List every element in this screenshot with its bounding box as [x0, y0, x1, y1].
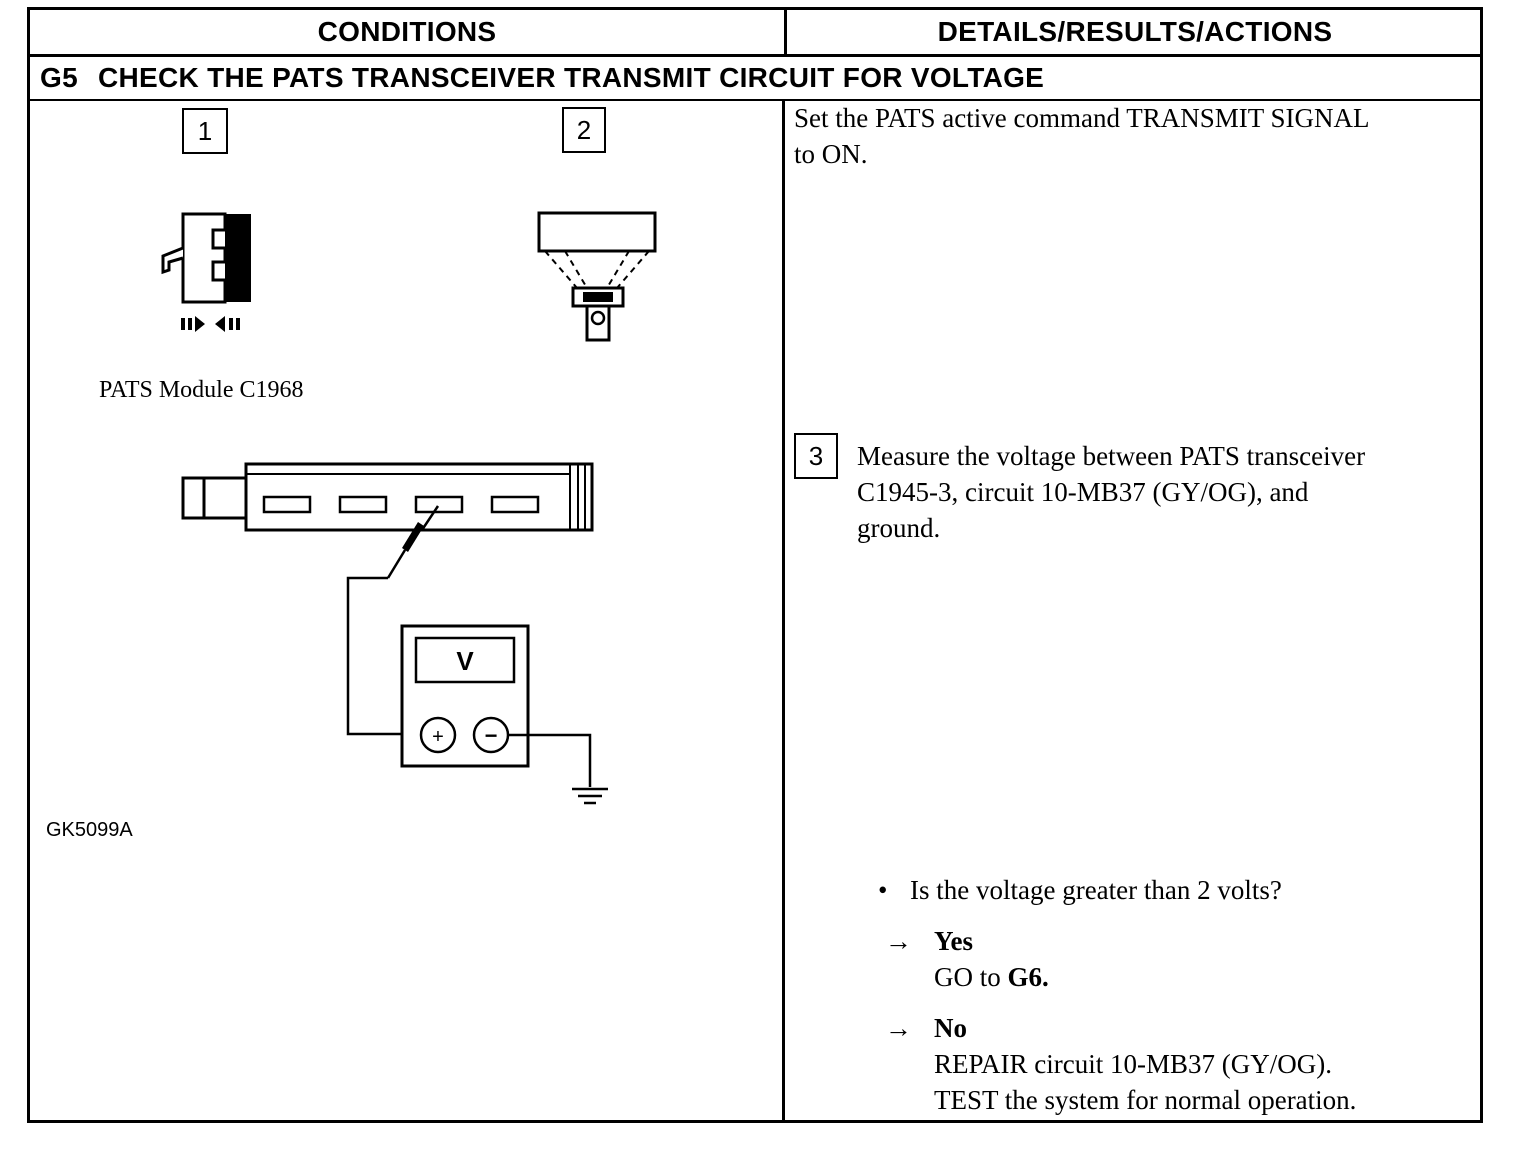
no-label: No [934, 1013, 967, 1043]
meter-minus-terminal: − [485, 723, 498, 748]
disconnect-connector-icon [161, 212, 251, 332]
column-divider-body [782, 101, 785, 1120]
meter-plus-terminal: + [432, 726, 444, 748]
yes-action-target: G6. [1007, 962, 1049, 992]
title-divider [30, 99, 1480, 101]
yes-label: Yes [934, 926, 973, 956]
no-arrow-icon: → [885, 1013, 912, 1043]
figure-code: GK5099A [46, 819, 133, 841]
question-bullet: • [878, 875, 888, 905]
instruction-3-line-1: Measure the voltage between PATS transce… [857, 441, 1366, 471]
ignition-key-icon [537, 211, 657, 342]
instruction-1-line-1: Set the PATS active command TRANSMIT SIG… [794, 103, 1370, 133]
meter-display-text: V [456, 646, 474, 676]
ground-icon [572, 787, 608, 805]
no-action-line-1: REPAIR circuit 10-MB37 (GY/OG). [934, 1049, 1332, 1079]
no-action-line-2: TEST the system for normal operation. [934, 1085, 1357, 1115]
step-title-text: CHECK THE PATS TRANSCEIVER TRANSMIT CIRC… [97, 62, 1045, 93]
step-id: G5 [40, 62, 78, 93]
instruction-1-line-2: to ON. [794, 139, 868, 169]
yes-action: GO to G6. [934, 959, 1049, 995]
multimeter-probe-diagram: V + − [181, 462, 608, 805]
step-box-2: 2 [562, 107, 606, 153]
diagnostic-table: CONDITIONS DETAILS/RESULTS/ACTIONS G5 CH… [27, 7, 1483, 1123]
yes-action-prefix: GO to [934, 962, 1008, 992]
step-box-3: 3 [794, 433, 838, 479]
step-title: G5 CHECK THE PATS TRANSCEIVER TRANSMIT C… [40, 57, 1044, 99]
step-box-1: 1 [182, 108, 228, 154]
column-divider-top [784, 10, 787, 54]
details-header: DETAILS/RESULTS/ACTIONS [937, 16, 1333, 47]
yes-arrow-icon: → [885, 926, 912, 956]
question-text: Is the voltage greater than 2 volts? [910, 875, 1282, 905]
instruction-3-line-2: C1945-3, circuit 10-MB37 (GY/OG), and [857, 477, 1309, 507]
conditions-header: CONDITIONS [317, 16, 497, 47]
connector-label: PATS Module C1968 [99, 377, 304, 403]
header-divider [30, 54, 1480, 57]
instruction-3-line-3: ground. [857, 513, 941, 543]
